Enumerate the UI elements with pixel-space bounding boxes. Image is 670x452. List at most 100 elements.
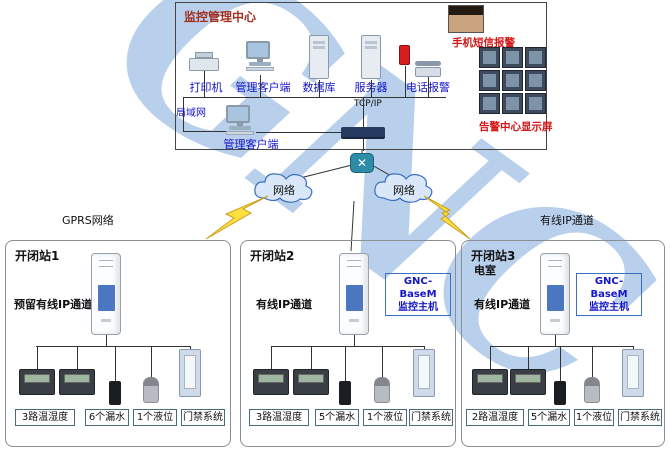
- sensor-label: 2路温湿度: [466, 409, 524, 426]
- station3-host-icon: [540, 253, 570, 335]
- station3-channel-label: 有线IP通道: [474, 298, 531, 311]
- temp-humidity-controller-icon: [19, 369, 55, 395]
- station1-channel-label: 预留有线IP通道: [14, 298, 93, 311]
- drop-line: [37, 346, 38, 369]
- monitor-cell: [479, 47, 500, 68]
- host-drop-line: [354, 335, 355, 346]
- host-label-line1: GNC-BaseM: [399, 276, 437, 300]
- station2-host-label: GNC-BaseM 监控主机: [385, 273, 451, 316]
- temp-humidity-controller-icon: [293, 369, 329, 395]
- sensor-label: 3路温湿度: [249, 409, 309, 426]
- sensor-label: 门禁系统: [618, 409, 662, 426]
- host-drop-line: [555, 335, 556, 346]
- alarm-beacon-icon: [399, 45, 410, 65]
- sensor-label: 3路温湿度: [15, 409, 75, 426]
- drop-line: [190, 346, 191, 349]
- alarm-display-wall-icon: [479, 47, 546, 114]
- liquid-level-sensor-icon: [584, 377, 600, 403]
- switch-drop-line: [363, 97, 364, 127]
- control-center-box: 监控管理中心 打印机 管理客户端 数据库 服务器 电话报警: [175, 2, 553, 151]
- switch-icon: [341, 127, 385, 137]
- sensor-label: 1个液位: [574, 409, 614, 426]
- network-cloud-right-label: 网络: [393, 184, 415, 197]
- drop-line: [260, 75, 261, 97]
- sensor-label: 门禁系统: [181, 409, 225, 426]
- display-wall-label: 告警中心显示屏: [479, 121, 553, 133]
- drop-line: [77, 346, 78, 369]
- management-client2-label: 管理客户端: [223, 138, 279, 151]
- drop-line: [560, 346, 561, 381]
- station2-title: 开闭站2: [250, 249, 295, 263]
- station3-subtitle: 电室: [474, 264, 496, 277]
- management-client-label: 管理客户端: [235, 81, 291, 94]
- drop-line: [528, 346, 529, 369]
- station3-host-label: GNC-BaseM 监控主机: [576, 273, 642, 316]
- lan-branch-line: [183, 131, 228, 132]
- station-box-1: 开闭站1 预留有线IP通道 3路温湿度 6个漏水 1个液位 门禁系统: [5, 240, 231, 447]
- monitor-cell: [502, 93, 523, 114]
- drop-line: [151, 346, 152, 377]
- sensor-label: 1个液位: [363, 409, 407, 426]
- gprs-network-label: GPRS网络: [62, 214, 114, 227]
- access-control-unit-icon: [622, 349, 644, 397]
- drop-line: [405, 66, 406, 97]
- station-box-3: 开闭站3 电室 有线IP通道 GNC-BaseM 监控主机 2路温湿度 5个漏: [461, 240, 665, 447]
- wired-ip-channel-label: 有线IP通道: [540, 214, 594, 227]
- host-label-line2: 监控主机: [589, 302, 629, 313]
- station2-host-icon: [339, 253, 369, 335]
- cloud-right-icon: [374, 173, 433, 203]
- drop-line: [592, 346, 593, 377]
- cloud-left-icon: [254, 173, 313, 203]
- switch-down-line: [363, 139, 364, 151]
- management-client2-icon: [226, 105, 254, 135]
- access-control-unit-icon: [413, 349, 435, 397]
- lightning-right-icon: [423, 195, 471, 240]
- access-control-unit-icon: [179, 349, 201, 397]
- station-box-2: 开闭站2 有线IP通道 GNC-BaseM 监控主机 3路温湿度 5个漏水 1: [240, 240, 456, 447]
- station3-title: 开闭站3: [471, 249, 516, 263]
- temp-humidity-controller-icon: [253, 369, 289, 395]
- drop-line: [271, 346, 272, 369]
- station1-host-icon: [91, 253, 121, 335]
- telephone-icon: [415, 61, 441, 77]
- monitor-cell: [502, 70, 523, 91]
- lan-bus-line: [183, 97, 446, 98]
- drop-line: [424, 346, 425, 349]
- monitor-cell: [525, 70, 546, 91]
- drop-line: [311, 346, 312, 369]
- operator-photo: [448, 5, 484, 33]
- sms-alarm-label: 手机短信报警: [452, 37, 515, 49]
- drop-line: [428, 77, 429, 97]
- host-drop-line: [106, 335, 107, 346]
- host-label-line1: GNC-BaseM: [590, 276, 628, 300]
- drop-line: [204, 71, 205, 97]
- sensor-label: 5个漏水: [528, 409, 570, 426]
- monitor-cell: [525, 47, 546, 68]
- temp-humidity-controller-icon: [59, 369, 95, 395]
- network-cloud-left-label: 网络: [273, 184, 295, 197]
- application-server-icon: [361, 35, 381, 79]
- lightning-left-icon: [205, 195, 269, 240]
- host-label-line2: 监控主机: [398, 302, 438, 313]
- sensor-bus-line: [490, 346, 633, 347]
- drop-line: [345, 346, 346, 381]
- drop-line: [319, 80, 320, 97]
- sensor-label: 5个漏水: [315, 409, 359, 426]
- sensor-label: 门禁系统: [409, 409, 453, 426]
- sensor-label: 1个液位: [133, 409, 177, 426]
- sensor-bus-line: [271, 346, 424, 347]
- drop-line: [371, 80, 372, 97]
- control-center-title: 监控管理中心: [184, 10, 257, 24]
- water-leak-sensor-icon: [339, 381, 351, 405]
- lan-drop-line: [183, 97, 184, 131]
- sensor-label: 6个漏水: [85, 409, 129, 426]
- router-icon: [350, 153, 374, 173]
- tcpip-label: TCP/IP: [354, 99, 382, 109]
- liquid-level-sensor-icon: [143, 377, 159, 403]
- liquid-level-sensor-icon: [374, 377, 390, 403]
- temp-humidity-controller-icon: [472, 369, 508, 395]
- database-server-icon: [309, 35, 329, 79]
- drop-line: [115, 346, 116, 381]
- drop-line: [633, 346, 634, 349]
